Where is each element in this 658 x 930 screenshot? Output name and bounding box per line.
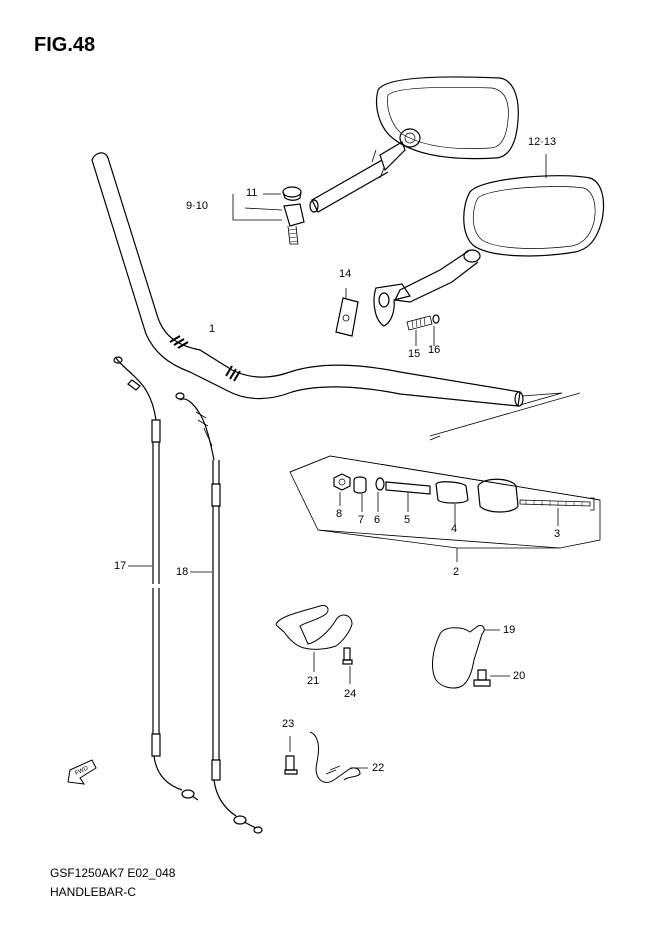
callout-7: 7 [358,514,365,526]
callout-12-13: 12·13 [528,136,557,148]
callout-11: 11 [246,187,258,199]
forward-direction-marker: FWD [67,759,97,785]
callout-4: 4 [451,523,458,535]
left-mirror [232,76,519,245]
figure-title: FIG.48 [34,34,96,56]
callout-23: 23 [282,718,295,730]
figure-name: HANDLEBAR-C [50,885,137,899]
cable-clamps [275,605,510,783]
callout-3: 3 [554,528,561,540]
callout-17: 17 [114,560,127,572]
callout-18: 18 [176,566,189,578]
bar-end-weight-kit [289,392,601,562]
callout-16: 16 [428,344,441,356]
callout-20: 20 [513,670,526,682]
callout-5: 5 [404,514,411,526]
callout-21: 21 [307,675,320,687]
fwd-label: FWD [74,765,90,776]
callout-15: 15 [408,348,421,360]
callout-22: 22 [372,762,385,774]
callout-24: 24 [344,688,357,700]
throttle-cables [113,356,263,834]
callout-6: 6 [374,514,381,526]
right-mirror [335,154,605,346]
handlebar-part [91,152,563,407]
callout-8: 8 [336,508,343,520]
model-code: GSF1250AK7 E02_048 [50,866,176,880]
callout-19: 19 [503,624,516,636]
callout-2: 2 [453,566,460,578]
callout-9-10: 9·10 [186,200,209,212]
callout-14: 14 [339,268,352,280]
callout-1: 1 [209,323,216,335]
